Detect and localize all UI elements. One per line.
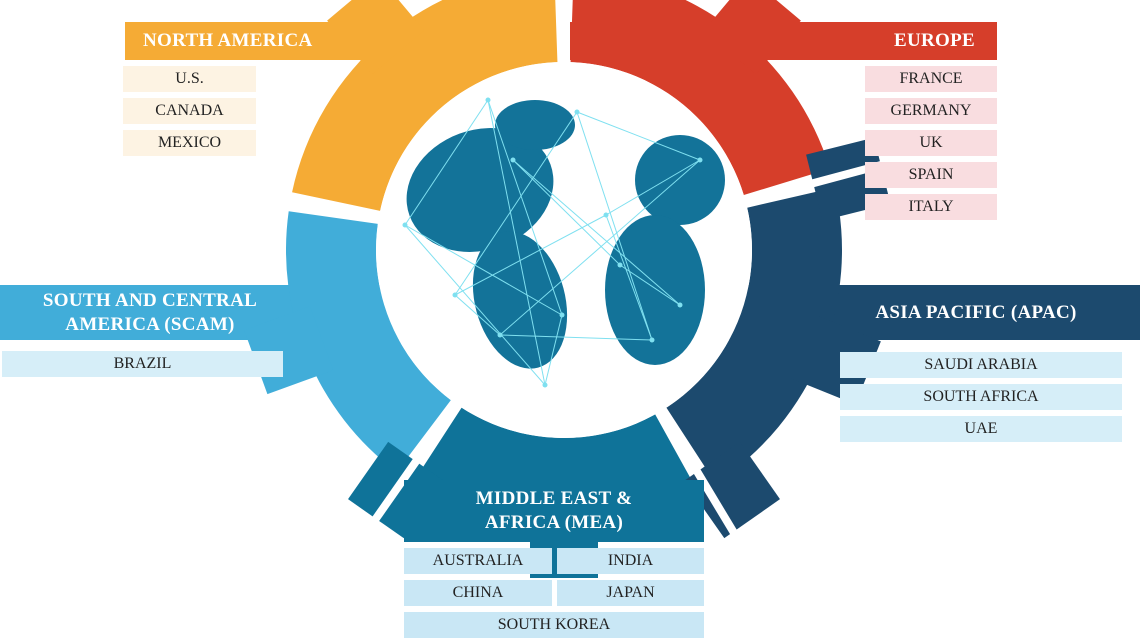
network-node <box>559 312 565 318</box>
network-line <box>605 159 701 216</box>
gear-separator <box>366 397 463 530</box>
country-uae: UAE <box>840 416 1122 442</box>
north-america-title: NORTH AMERICA <box>143 30 313 51</box>
country-france: FRANCE <box>865 66 997 92</box>
country-japan: JAPAN <box>557 580 704 606</box>
network-node <box>617 262 623 268</box>
network-node <box>697 157 703 163</box>
gear-tooth <box>790 315 881 405</box>
continent-shape <box>635 135 725 225</box>
continent-shape <box>406 128 554 252</box>
country-germany: GERMANY <box>865 98 997 124</box>
network-line <box>404 224 563 316</box>
country-australia: AUSTRALIA <box>404 548 552 574</box>
scam-title-line2: AMERICA (SCAM) <box>65 313 235 335</box>
gear-tooth <box>327 0 425 75</box>
country-us: U.S. <box>123 66 256 92</box>
europe-title: EUROPE <box>894 30 975 51</box>
country-uk: UK <box>865 130 997 156</box>
network-node <box>510 157 516 163</box>
scam-gear-segment <box>286 211 451 473</box>
network-line <box>404 99 489 226</box>
country-canada: CANADA <box>123 98 256 124</box>
network-node <box>574 109 580 115</box>
mea-title-line2: AFRICA (MEA) <box>484 512 624 533</box>
north-america-header: NORTH AMERICA <box>125 22 375 60</box>
country-saudi-arabia: SAUDI ARABIA <box>840 352 1122 378</box>
mea-header: MIDDLE EAST & AFRICA (MEA) <box>404 480 704 542</box>
mea-title-line1: MIDDLE EAST & <box>475 488 633 509</box>
network-line <box>487 99 546 386</box>
apac-title: ASIA PACIFIC (APAC) <box>875 301 1077 323</box>
europe-header: EUROPE <box>570 22 997 60</box>
network-line <box>499 159 701 336</box>
country-spain: SPAIN <box>865 162 997 188</box>
country-south-korea: SOUTH KOREA <box>404 612 704 638</box>
network-node <box>452 292 458 298</box>
network-line <box>499 334 653 341</box>
network-line <box>512 159 621 266</box>
gear-separator <box>654 404 742 542</box>
continent-shape <box>495 100 575 150</box>
country-brazil: BRAZIL <box>2 351 283 377</box>
country-mexico: MEXICO <box>123 130 256 156</box>
network-line <box>404 224 546 386</box>
country-south-africa: SOUTH AFRICA <box>840 384 1122 410</box>
network-node <box>677 302 683 308</box>
network-line <box>544 314 563 386</box>
gear-separator <box>230 187 385 223</box>
country-india: INDIA <box>557 548 704 574</box>
scam-title-line1: SOUTH AND CENTRAL <box>42 289 258 311</box>
network-node <box>402 222 408 228</box>
network-node <box>649 337 655 343</box>
scam-header: SOUTH AND CENTRAL AMERICA (SCAM) <box>0 285 300 340</box>
network-line <box>454 294 501 336</box>
country-china: CHINA <box>404 580 552 606</box>
country-italy: ITALY <box>865 194 997 220</box>
network-node <box>485 97 491 103</box>
network-line <box>487 99 563 316</box>
network-line <box>576 111 653 341</box>
north-america-gear-segment <box>292 0 558 211</box>
network-line <box>454 111 578 296</box>
network-node <box>542 382 548 388</box>
network-line <box>576 111 701 161</box>
network-node <box>603 212 609 218</box>
network-line <box>512 159 681 306</box>
continent-shape <box>605 215 705 365</box>
network-line <box>454 214 607 296</box>
network-line <box>605 214 653 341</box>
gear-tooth <box>684 441 780 539</box>
network-node <box>497 332 503 338</box>
continent-shape <box>472 231 568 369</box>
network-line <box>619 264 681 306</box>
apac-header: ASIA PACIFIC (APAC) <box>830 285 1122 340</box>
apac-gear-segment <box>666 187 843 484</box>
